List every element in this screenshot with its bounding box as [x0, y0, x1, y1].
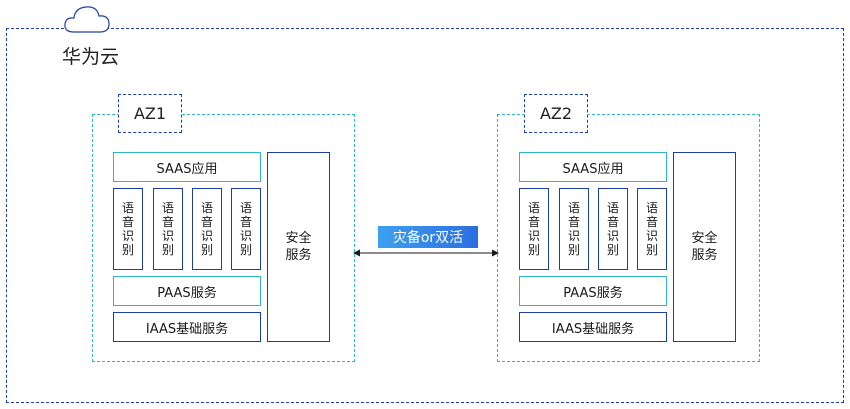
az2-saas-box: SAAS应用 [519, 152, 667, 182]
az2-module-3: 语音识别 [598, 188, 628, 270]
az2-frame [497, 114, 760, 362]
az1-tab: AZ1 [118, 94, 182, 133]
az1-saas-box: SAAS应用 [113, 152, 261, 182]
cloud-frame [6, 28, 844, 403]
az2-module-1: 语音识别 [519, 188, 549, 270]
az2-security-box: 安全服务 [673, 152, 736, 342]
az2-module-2: 语音识别 [559, 188, 589, 270]
az2-paas-box: PAAS服务 [519, 276, 667, 306]
az1-frame [92, 114, 355, 362]
cloud-title: 华为云 [62, 46, 120, 68]
az2-iaas-box: IAAS基础服务 [519, 312, 667, 342]
az1-module-3: 语音识别 [192, 188, 222, 270]
az2-module-4: 语音识别 [637, 188, 667, 270]
dr-label: 灾备or双活 [378, 226, 478, 248]
az2-tab: AZ2 [524, 94, 588, 133]
az1-paas-box: PAAS服务 [113, 276, 261, 306]
az1-iaas-box: IAAS基础服务 [113, 312, 261, 342]
az1-module-4: 语音识别 [231, 188, 261, 270]
az1-security-box: 安全服务 [267, 152, 330, 342]
cloud-icon [64, 6, 110, 33]
az1-module-1: 语音识别 [113, 188, 143, 270]
az1-module-2: 语音识别 [153, 188, 183, 270]
dr-arrow [353, 249, 499, 257]
